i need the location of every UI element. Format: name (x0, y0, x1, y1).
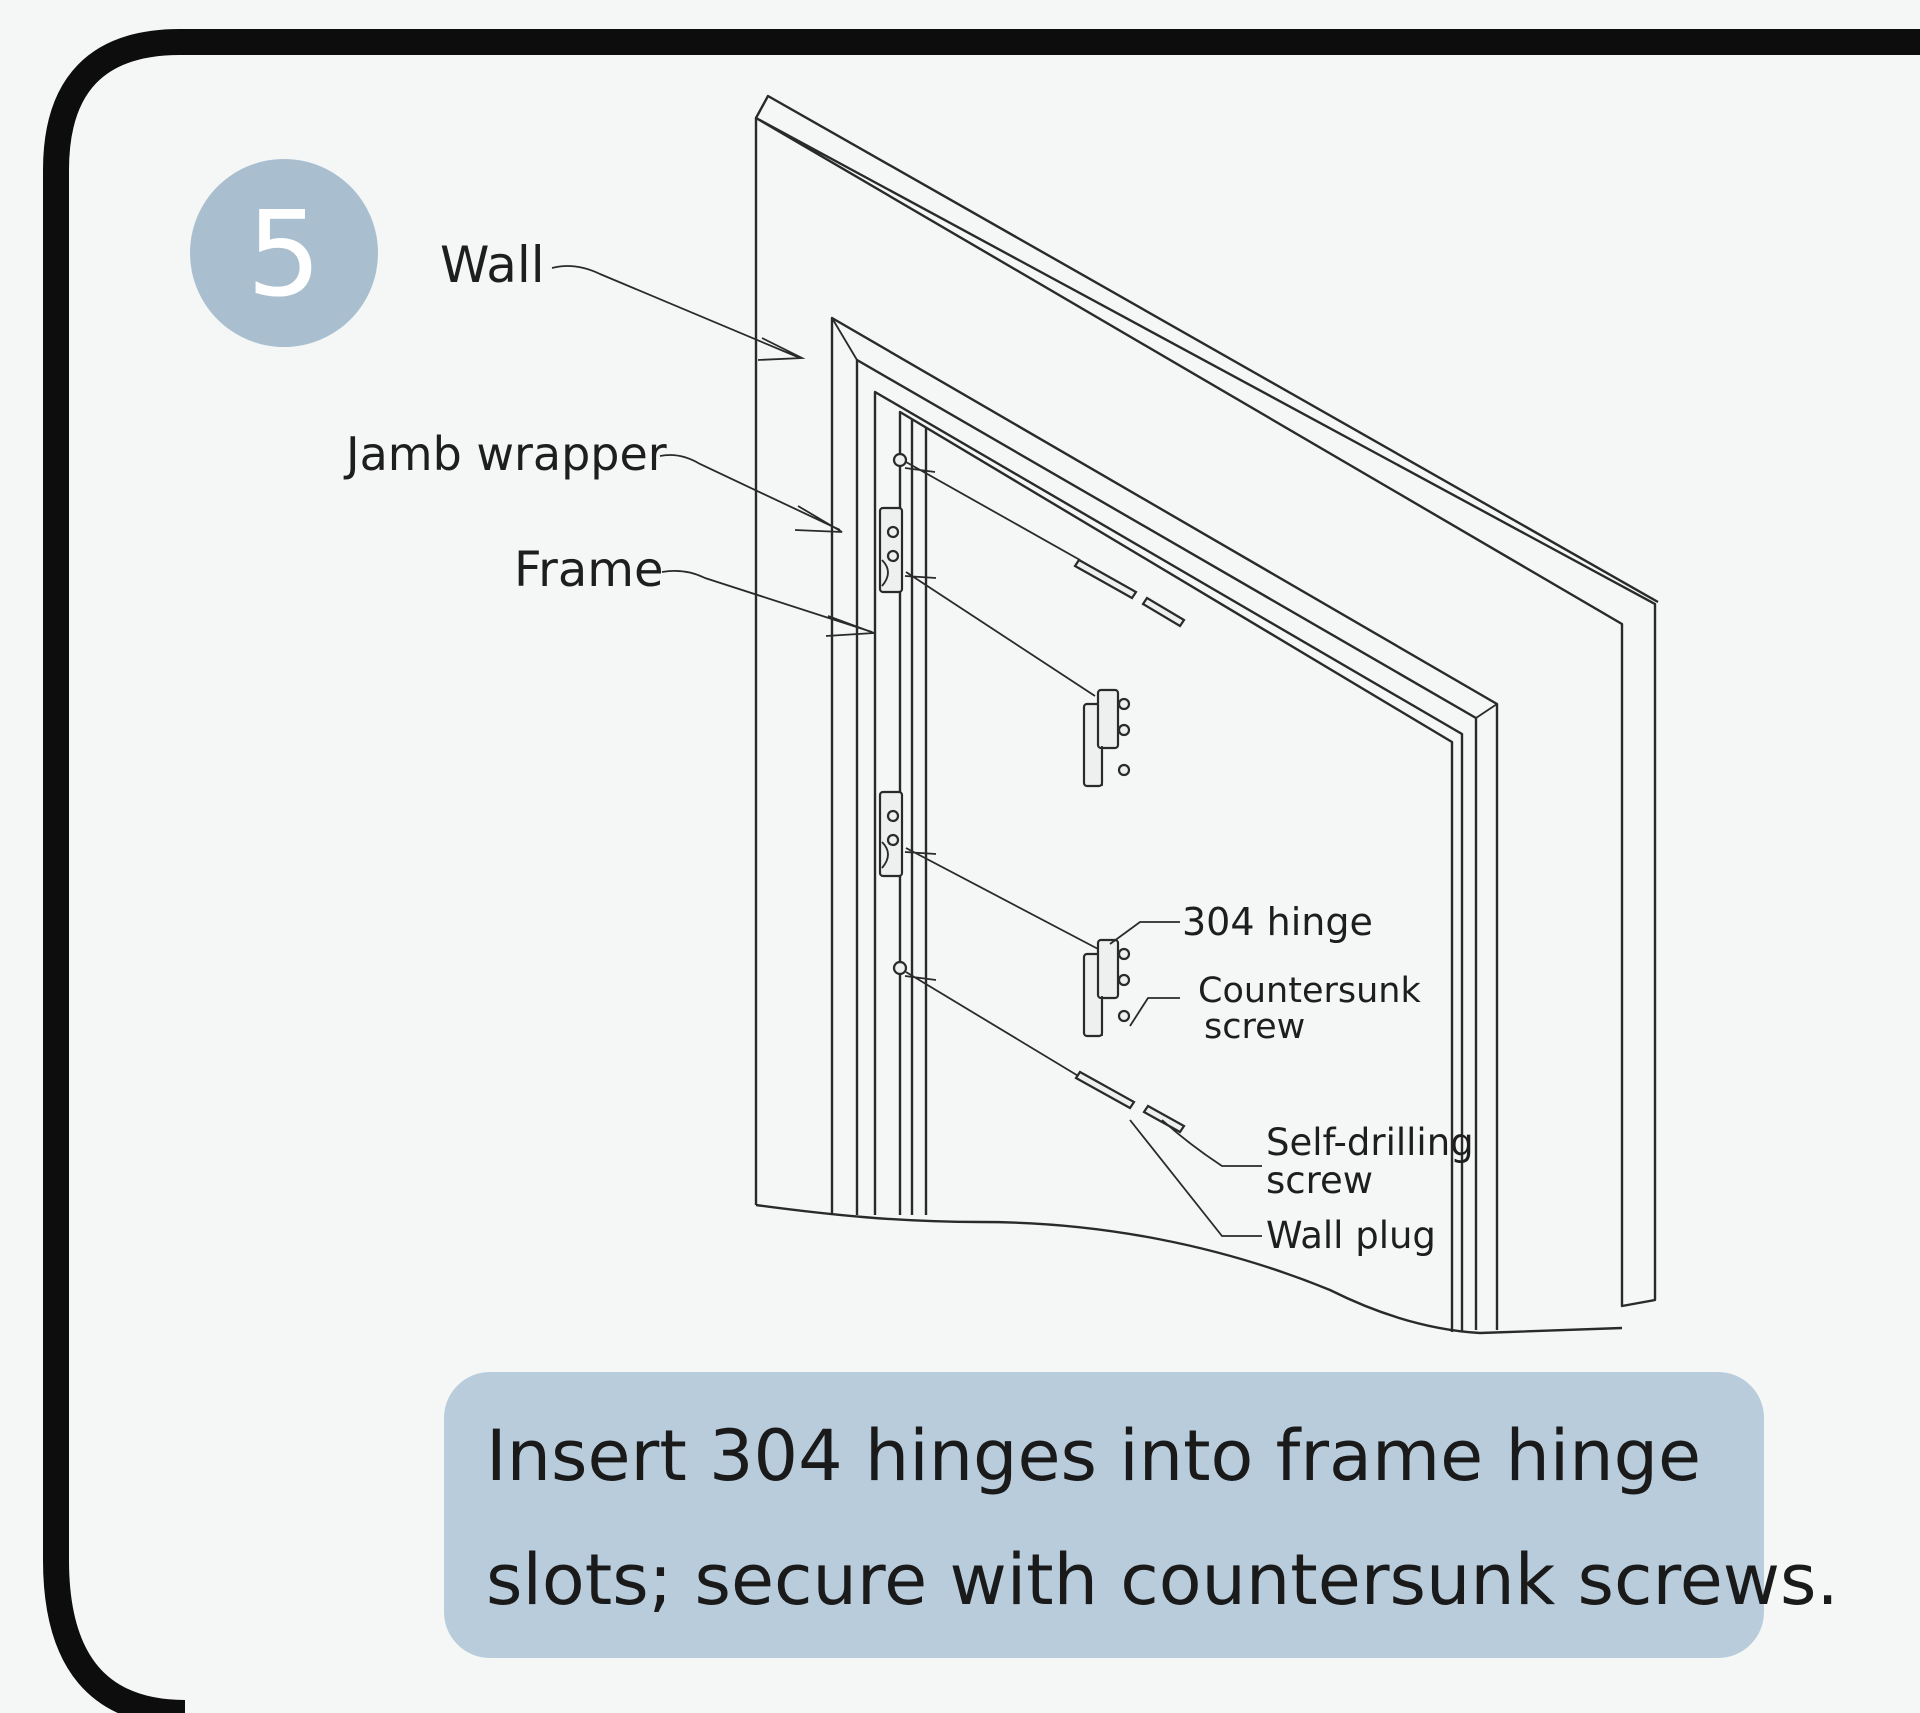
jamb-wrapper-top-bevel (831, 317, 1498, 719)
callout-wall-plug: Wall plug (1129, 1119, 1436, 1257)
callout-hinge: 304 hinge (1109, 900, 1373, 945)
label-self-drilling-line2: screw (1266, 1159, 1373, 1202)
callout-frame: Frame (514, 542, 875, 637)
caption-line-1: Insert 304 hinges into frame hinge (486, 1415, 1701, 1497)
leader-hinge (1109, 921, 1180, 945)
label-hinge: 304 hinge (1182, 900, 1373, 944)
label-frame: Frame (514, 542, 664, 598)
frame-outline (873, 390, 1464, 1332)
caption-line-2: slots; secure with countersunk screws. (486, 1539, 1839, 1621)
callout-self-drilling-screw: Self-drilling screw (1161, 1119, 1474, 1202)
leader-jamb-wrapper (659, 454, 843, 533)
assembly-line-hinge-lower (904, 847, 1101, 951)
step-badge: 5 (190, 159, 378, 347)
jamb-wrapper-inner (855, 358, 1478, 1330)
label-self-drilling-line1: Self-drilling (1266, 1121, 1474, 1164)
wall-slab (754, 116, 1657, 1308)
callout-countersunk-screw: Countersunk screw (1129, 971, 1421, 1047)
leader-wall (551, 265, 806, 361)
assembly-line-hinge-upper (904, 571, 1096, 697)
jamb-screw-top (892, 452, 908, 468)
leader-frame (661, 569, 875, 637)
caption-box: Insert 304 hinges into frame hinge slots… (444, 1372, 1839, 1658)
label-countersunk-line2: screw (1204, 1007, 1305, 1047)
hinge-upper (1082, 688, 1131, 788)
leader-countersunk-screw (1129, 997, 1180, 1027)
leader-wall-plug (1129, 1119, 1262, 1237)
panel-border (43, 29, 1920, 1713)
label-jamb-wrapper: Jamb wrapper (343, 427, 667, 481)
jamb-screw-bottom (892, 960, 908, 976)
callout-jamb-wrapper: Jamb wrapper (343, 427, 843, 533)
jamb-wrapper-outline (830, 316, 1499, 1330)
step-badge-circle (190, 159, 378, 347)
hinge-lower (1082, 938, 1131, 1038)
door-frame-illustration (754, 94, 1659, 1335)
frame-hinge-slot-lower (878, 790, 904, 878)
assembly-line-bottom (904, 971, 1086, 1081)
step-number: 5 (246, 185, 321, 323)
bottom-screw-and-plug (1074, 1070, 1186, 1134)
wall-front-top (754, 94, 1659, 604)
frame-rebate (910, 420, 928, 1215)
wall-bottom-curve (755, 1203, 1623, 1335)
top-screw-and-plug (1073, 558, 1186, 628)
assembly-line-top (904, 461, 1081, 561)
label-wall: Wall (440, 236, 545, 294)
caption-background (444, 1372, 1764, 1658)
callout-wall: Wall (440, 236, 806, 361)
frame-hinge-slot-upper (878, 506, 904, 594)
leader-self-drilling-screw (1161, 1119, 1262, 1167)
label-countersunk-line1: Countersunk (1198, 971, 1421, 1011)
label-wall-plug: Wall plug (1266, 1214, 1436, 1257)
